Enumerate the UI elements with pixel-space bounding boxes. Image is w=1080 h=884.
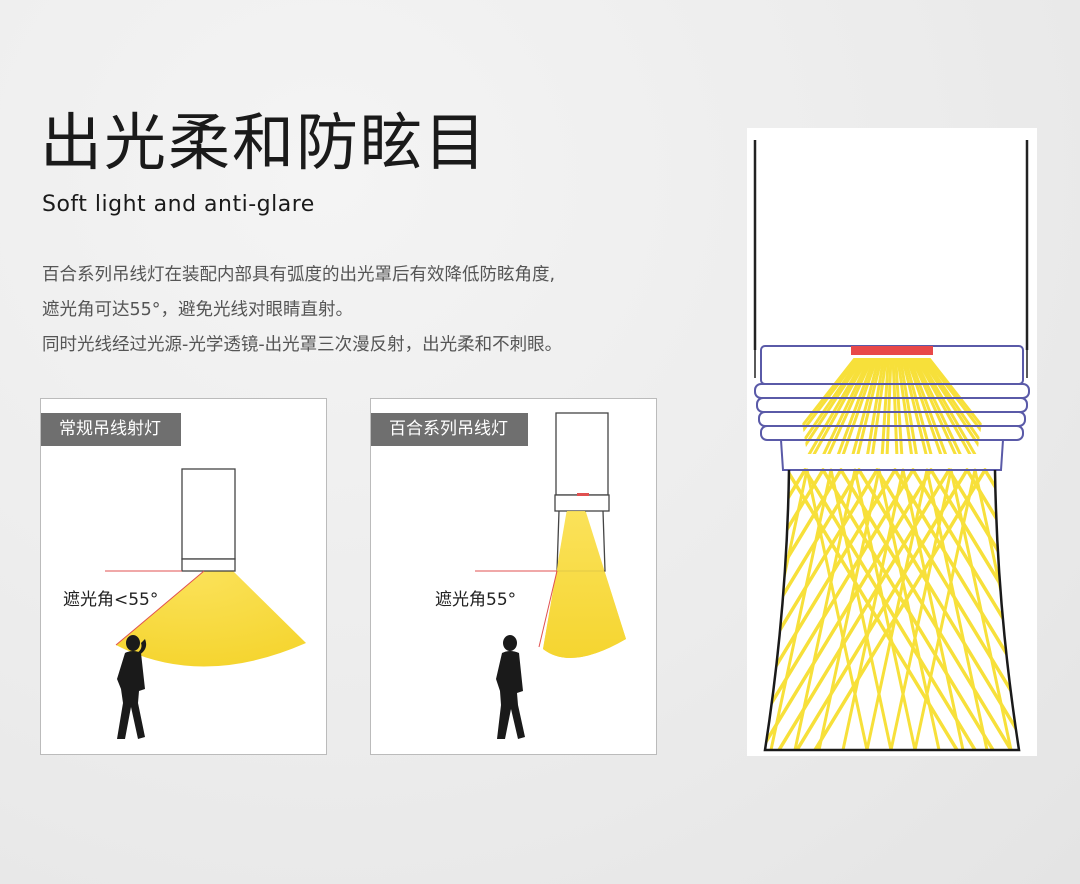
light-ray xyxy=(947,468,1019,750)
baihe-light-panel: 百合系列吊线灯 遮光角55° xyxy=(370,398,657,755)
light-shade xyxy=(763,469,1021,752)
light-ray xyxy=(765,468,897,750)
light-ray xyxy=(817,468,881,750)
light-ray xyxy=(877,468,941,750)
conventional-light-tag: 常规吊线射灯 xyxy=(41,413,181,446)
cutoff-line xyxy=(538,570,558,648)
description-line-2: 遮光角可达55°，避免光线对眼睛直射。 xyxy=(42,300,354,320)
conventional-light-panel: 常规吊线射灯 遮光角<55° xyxy=(40,398,327,755)
optics-cross-section xyxy=(747,128,1037,756)
light-ray xyxy=(813,468,987,750)
light-ray xyxy=(853,468,917,750)
lamp-bezel xyxy=(181,558,236,572)
light-ray xyxy=(901,468,965,750)
light-ray xyxy=(765,468,879,750)
light-ray xyxy=(765,468,933,750)
lamp-housing xyxy=(554,494,610,512)
description: 百合系列吊线灯在装配内部具有弧度的出光罩后有效降低防眩角度, 遮光角可达55°，… xyxy=(42,258,562,363)
light-ray xyxy=(765,468,843,750)
page-subtitle: Soft light and anti-glare xyxy=(42,192,315,217)
light-ray xyxy=(829,468,893,750)
light-ray xyxy=(949,468,1013,750)
lamp-body xyxy=(181,468,236,560)
person-silhouette xyxy=(117,635,147,739)
shade-light-rays xyxy=(765,468,1019,750)
light-ray xyxy=(792,358,859,454)
light-ray xyxy=(769,468,833,750)
light-ray xyxy=(793,468,857,750)
lens-light-rays xyxy=(792,358,992,454)
page-title: 出光柔和防眩目 xyxy=(40,106,489,179)
description-line-3: 同时光线经过光源-光学透镜-出光罩三次漫反射，出光柔和不刺眼。 xyxy=(42,335,563,355)
cutoff-line xyxy=(115,570,205,646)
baihe-light-illustration xyxy=(475,412,626,739)
light-ray xyxy=(889,468,953,750)
baihe-angle-label: 遮光角55° xyxy=(435,590,517,610)
light-ray xyxy=(913,468,977,750)
conventional-light-illustration xyxy=(105,468,306,739)
light-ray xyxy=(805,468,869,750)
light-ray xyxy=(765,468,809,750)
lamp-body xyxy=(555,412,609,496)
optics-cross-section-illustration xyxy=(753,140,1030,752)
light-ray xyxy=(777,468,951,750)
person-silhouette xyxy=(496,635,525,739)
light-ray xyxy=(841,468,905,750)
light-ray xyxy=(865,468,929,750)
description-line-1: 百合系列吊线灯在装配内部具有弧度的出光罩后有效降低防眩角度, xyxy=(42,265,556,285)
light-ray xyxy=(803,468,977,750)
led-source xyxy=(851,346,933,355)
conventional-angle-label: 遮光角<55° xyxy=(63,590,159,610)
light-ray xyxy=(795,468,969,750)
baihe-light-tag: 百合系列吊线灯 xyxy=(371,413,528,446)
light-ray xyxy=(765,468,825,750)
light-beam xyxy=(116,571,306,667)
light-ray xyxy=(925,468,989,750)
light-ray xyxy=(925,358,992,454)
